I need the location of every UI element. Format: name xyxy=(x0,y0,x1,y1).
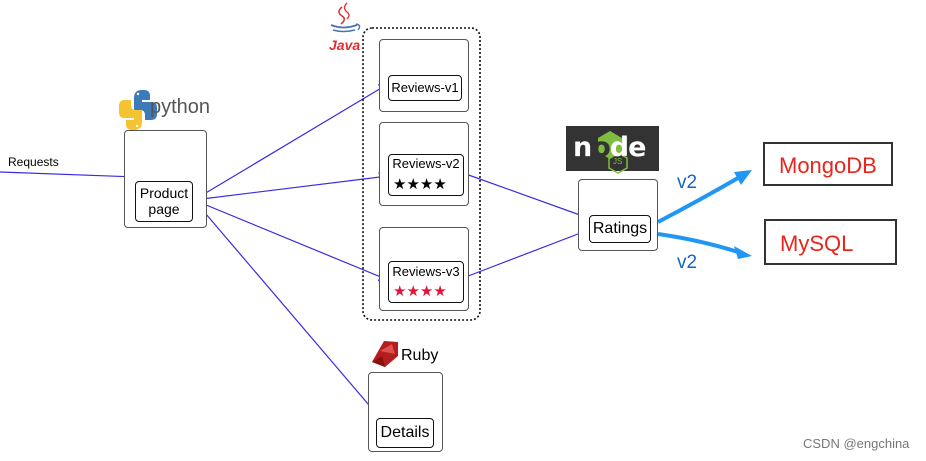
reviews-v1-label: Reviews-v1 xyxy=(388,75,462,101)
reviews-v3-label: Reviews-v3 ★★★★ xyxy=(388,261,464,303)
reviews-v2-stars: ★★★★ xyxy=(393,175,447,193)
node-hexagon-icon xyxy=(598,131,622,159)
mongodb-box: MongoDB xyxy=(763,142,893,186)
ratings-label: Ratings xyxy=(589,215,651,243)
details-label: Details xyxy=(376,418,434,448)
python-logo-text: python xyxy=(150,96,211,118)
edge-productpage-reviews-v1 xyxy=(193,83,389,201)
reviews-v3-stars: ★★★★ xyxy=(393,282,447,300)
edge-productpage-reviews-v2 xyxy=(193,172,389,201)
edge-productpage-reviews-v3 xyxy=(193,199,389,282)
productpage-label-text: Product page xyxy=(139,185,189,217)
watermark: CSDN @engchina xyxy=(803,436,910,451)
mysql-box: MySQL xyxy=(764,219,897,265)
ruby-logo-text: Ruby xyxy=(401,347,439,364)
reviews-v3-label-text: Reviews-v3 xyxy=(392,264,460,279)
node-js-badge: JS xyxy=(613,157,623,166)
python-icon xyxy=(119,90,157,130)
ruby-icon xyxy=(372,341,398,367)
edge-ratings-mongodb xyxy=(657,176,740,224)
edge-productpage-details xyxy=(193,199,381,419)
requests-label: Requests xyxy=(8,155,59,169)
edge-ratings-mysql xyxy=(657,232,739,254)
productpage-label: Product page xyxy=(135,181,193,222)
arrowhead-mongodb xyxy=(734,170,752,185)
edge-reviews-v3-ratings xyxy=(462,227,592,279)
edge-reviews-v2-ratings xyxy=(462,172,592,221)
node-js-hexagon-icon xyxy=(608,152,628,174)
node-logo-de: de xyxy=(609,132,647,163)
node-logo-o: o xyxy=(592,132,611,163)
node-logo-text: node xyxy=(573,132,647,163)
java-icon xyxy=(330,2,361,33)
arrowhead-mysql xyxy=(734,246,752,259)
requests-arrow xyxy=(0,171,137,182)
reviews-group xyxy=(362,27,481,321)
node-logo-prefix: n xyxy=(573,132,593,163)
mysql-edge-label: v2 xyxy=(677,252,698,273)
reviews-v2-label-text: Reviews-v2 xyxy=(392,156,460,171)
reviews-v2-label: Reviews-v2 ★★★★ xyxy=(388,154,464,196)
java-logo-text: Java xyxy=(329,37,361,53)
mongodb-edge-label: v2 xyxy=(677,172,698,193)
